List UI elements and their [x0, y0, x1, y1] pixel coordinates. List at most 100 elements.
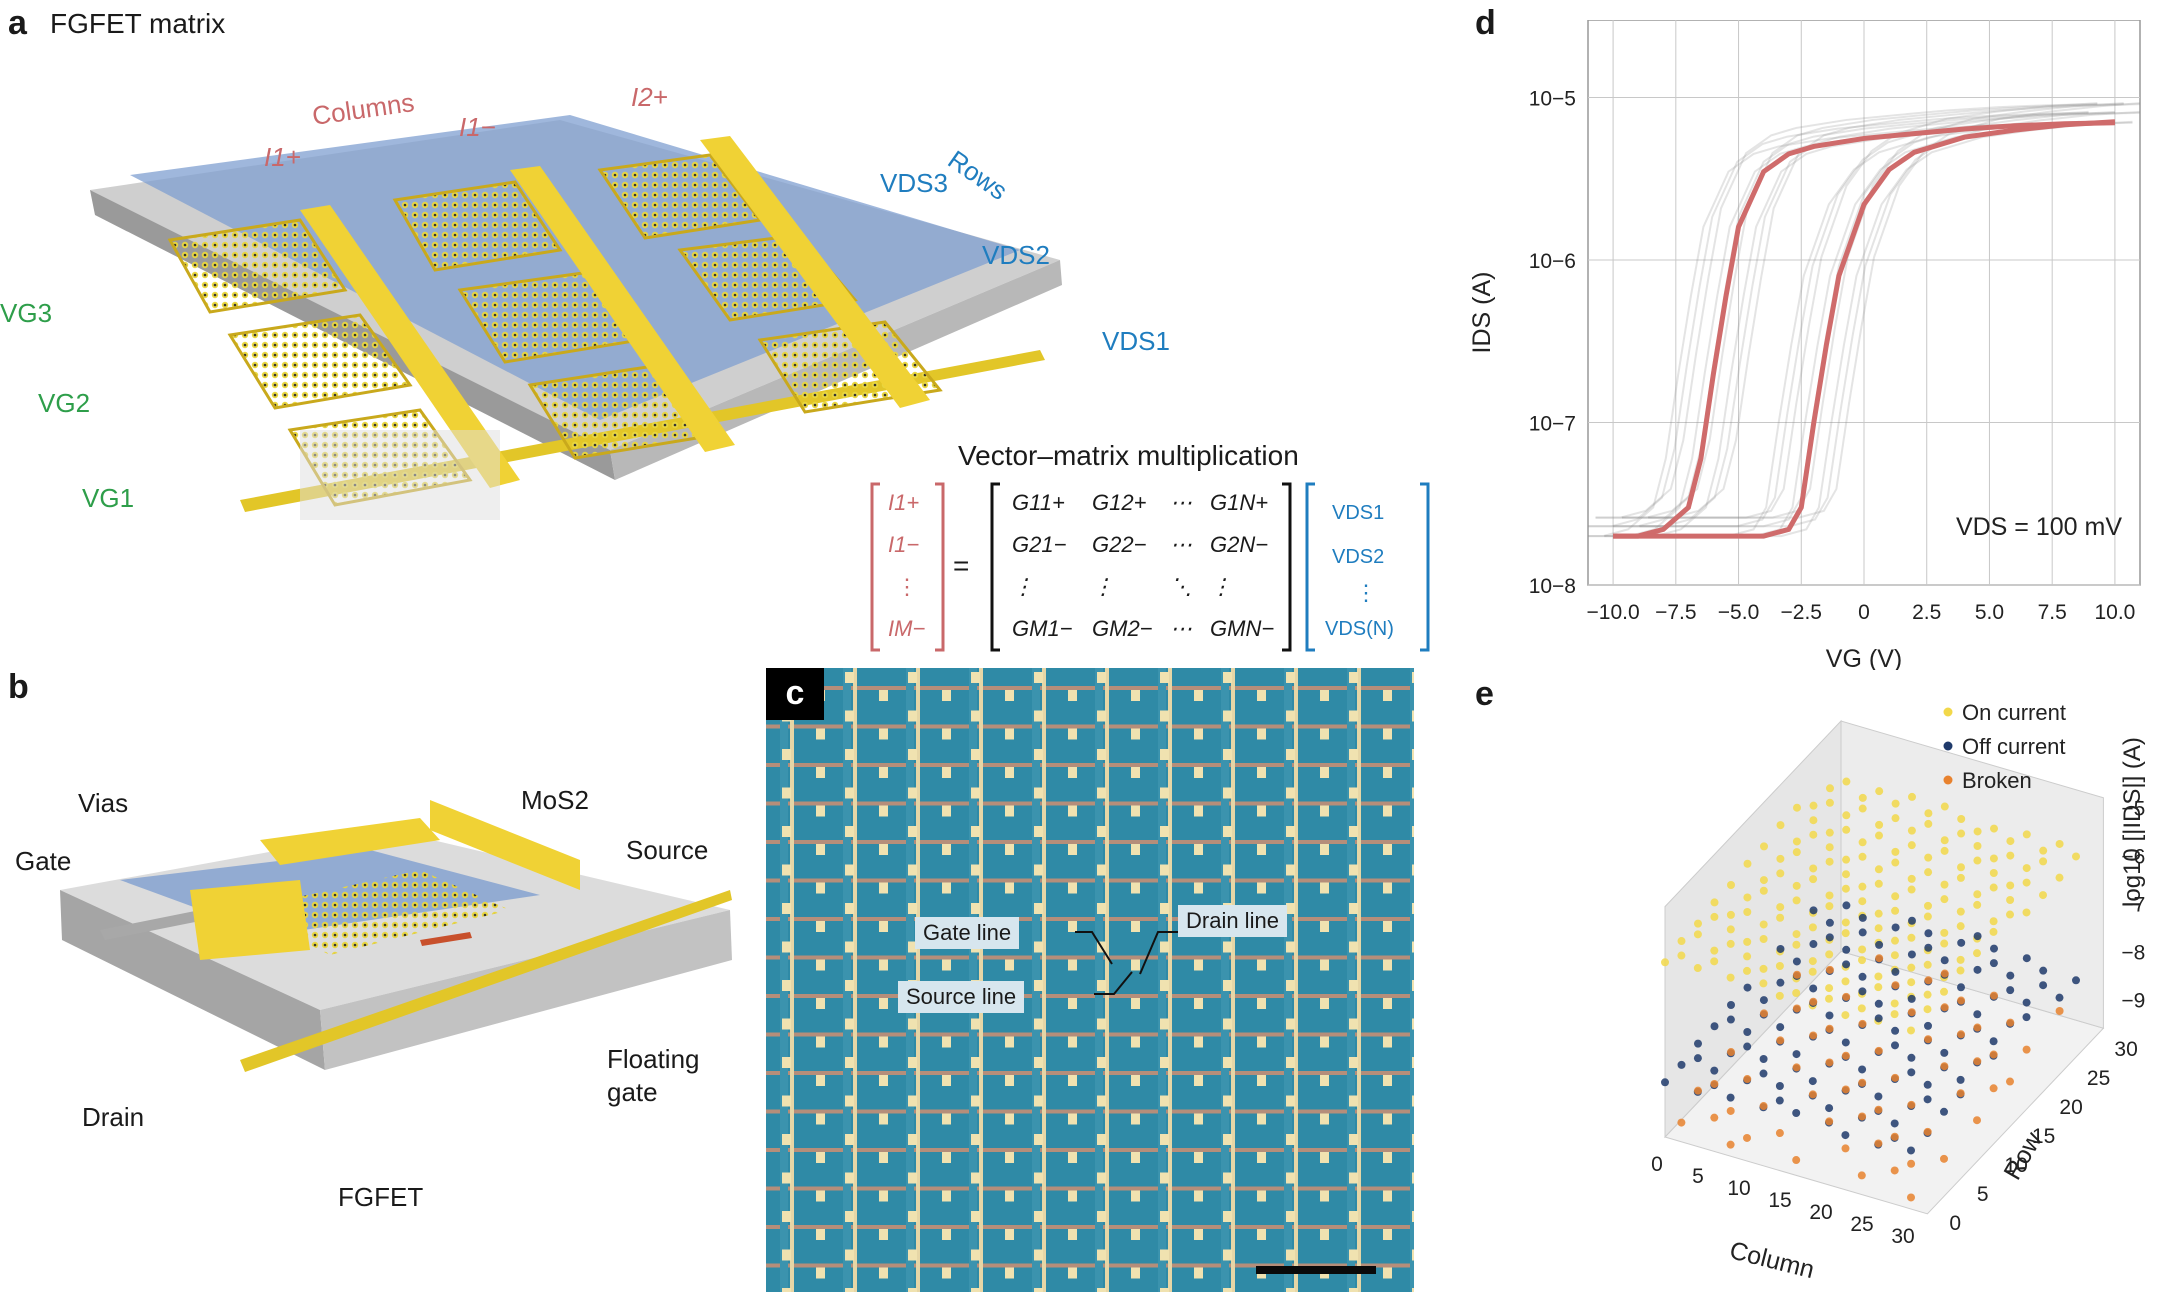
- data-point: [1825, 994, 1833, 1003]
- data-point: [1759, 920, 1768, 929]
- grey-trace: [1588, 111, 2089, 528]
- data-point: [1759, 876, 1768, 885]
- data-point: [1792, 896, 1801, 905]
- data-point: [1759, 1102, 1768, 1111]
- vmm-matrix-entry: G12+: [1092, 490, 1147, 515]
- gate-voltage-vg2: VG2: [38, 388, 91, 418]
- data-point: [1775, 1129, 1784, 1138]
- array-current-3d-chart: 051015202530051015202530−5−6−7−8−9Column…: [1651, 700, 2146, 1284]
- data-point: [1694, 919, 1702, 928]
- data-point: [1793, 803, 1801, 812]
- data-point: [1808, 1077, 1817, 1086]
- data-point: [2022, 908, 2031, 917]
- data-point: [1825, 843, 1834, 852]
- data-point: [1923, 960, 1932, 969]
- data-point: [1710, 946, 1719, 955]
- data-point: [1743, 1133, 1751, 1142]
- data-point: [1890, 1166, 1899, 1175]
- data-point: [2022, 864, 2031, 873]
- data-point: [1677, 1118, 1686, 1127]
- data-point: [1842, 825, 1851, 834]
- data-point: [2039, 846, 2048, 855]
- data-point: [1825, 918, 1834, 927]
- data-point: [2072, 852, 2080, 861]
- data-point: [1875, 954, 1884, 963]
- data-point: [1890, 999, 1899, 1008]
- data-point: [1842, 901, 1851, 910]
- grey-trace: [1639, 111, 2141, 528]
- data-point: [1792, 930, 1801, 939]
- grey-trace: [1639, 111, 2141, 528]
- x-axis-label: VG (V): [1826, 645, 1902, 670]
- data-point: [1776, 854, 1785, 863]
- data-point: [1808, 967, 1817, 976]
- data-point: [1973, 842, 1982, 850]
- column-tick-label: 30: [1891, 1225, 1914, 1248]
- data-point: [1924, 1021, 1932, 1030]
- data-point: [1858, 852, 1867, 861]
- scale-bar: [1256, 1266, 1376, 1274]
- data-point: [1924, 868, 1933, 877]
- data-point: [1775, 962, 1784, 970]
- data-point: [1858, 838, 1867, 847]
- data-point: [2006, 896, 2015, 904]
- data-point: [2055, 839, 2064, 848]
- data-point: [1891, 906, 1900, 915]
- data-point: [1989, 927, 1998, 936]
- data-point: [2022, 830, 2031, 839]
- data-point: [1825, 1011, 1834, 1020]
- data-point: [1989, 854, 1998, 863]
- data-point: [1874, 983, 1883, 992]
- data-point: [1956, 955, 1965, 964]
- data-point: [1858, 956, 1866, 965]
- data-point: [1693, 930, 1702, 939]
- data-point: [1792, 1156, 1801, 1165]
- data-point: [1809, 997, 1818, 1006]
- legend-label: Broken: [1962, 768, 2032, 793]
- drain-voltage-vds3: VDS3: [880, 168, 948, 198]
- data-point: [1890, 1010, 1899, 1019]
- vmm-matrix-entry: GMN−: [1210, 616, 1275, 641]
- data-point: [1726, 910, 1735, 919]
- data-point: [1973, 1023, 1982, 1032]
- data-point: [1776, 1023, 1785, 1032]
- data-point: [1825, 828, 1834, 837]
- micrograph: [766, 668, 1414, 1292]
- data-point: [1858, 1065, 1867, 1074]
- x-tick-label: −2.5: [1781, 601, 1822, 624]
- vmm-right-0: VDS1: [1332, 502, 1385, 524]
- data-point: [1825, 857, 1834, 866]
- data-point: [1923, 912, 1932, 921]
- grey-trace: [1621, 102, 2124, 519]
- z-tick-label: −5: [2121, 797, 2145, 820]
- vmm-matrix-entry: ⋮: [1210, 574, 1232, 599]
- data-point: [1924, 819, 1933, 828]
- data-point: [1907, 1026, 1915, 1035]
- data-point: [1890, 1132, 1899, 1141]
- data-point: [1923, 1080, 1932, 1089]
- z-tick-label: −9: [2121, 989, 2145, 1012]
- column-tick-label: 25: [1850, 1213, 1873, 1236]
- data-point: [2039, 857, 2048, 866]
- data-point: [1743, 1028, 1752, 1036]
- data-point: [2006, 1018, 2015, 1027]
- data-point: [1956, 1075, 1965, 1084]
- data-point: [1760, 842, 1768, 851]
- current-i1-minus: I1−: [459, 112, 496, 142]
- data-point: [1990, 991, 1998, 1000]
- data-point: [1726, 1093, 1735, 1102]
- column-axis-label: Column: [1727, 1236, 1817, 1284]
- data-point: [1924, 929, 1933, 938]
- data-point: [1874, 972, 1883, 981]
- label-source: Source: [626, 835, 709, 865]
- data-point: [1842, 811, 1851, 820]
- data-point: [1842, 992, 1851, 1001]
- data-point: [1940, 1003, 1949, 1012]
- vmm-matrix-entry: ⋮: [1012, 574, 1034, 599]
- data-point: [1776, 1036, 1785, 1045]
- data-point: [1858, 1112, 1867, 1121]
- data-point: [1809, 801, 1818, 810]
- row-tick-label: 30: [2114, 1038, 2137, 1061]
- data-point: [1989, 883, 1998, 892]
- median-trace-0: [1613, 120, 2115, 539]
